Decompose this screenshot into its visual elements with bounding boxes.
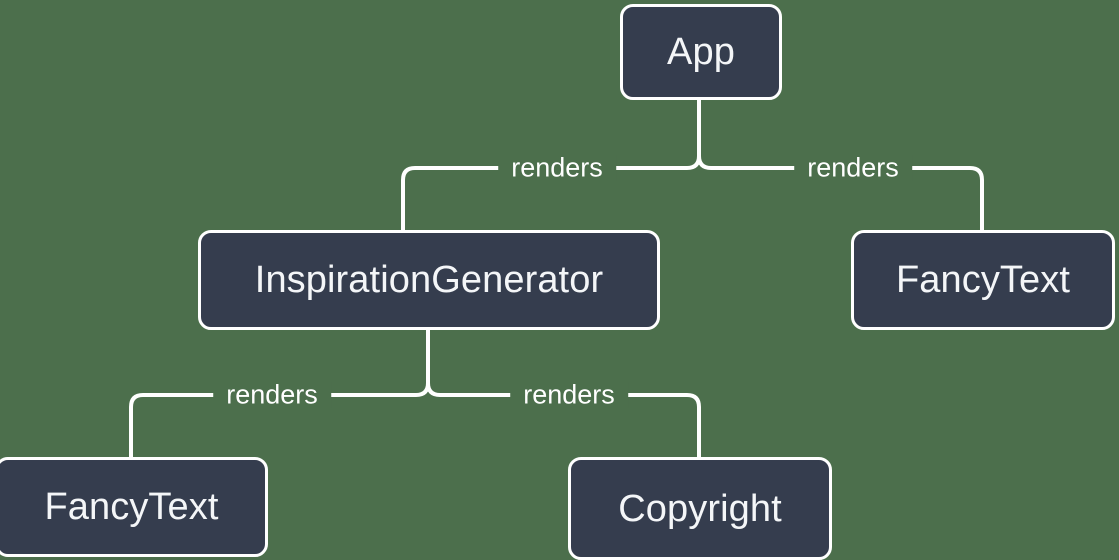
node-copyright-label: Copyright: [618, 487, 782, 530]
edge-label-app-to-inspiration-generator: renders: [498, 154, 616, 182]
node-copyright[interactable]: Copyright: [568, 457, 832, 560]
edge-label-app-to-fancytext-right: renders: [794, 154, 912, 182]
edge-app-to-fancytext-right: [697, 154, 984, 232]
node-fancytext-right[interactable]: FancyText: [851, 230, 1115, 330]
edge-label-inspiration-generator-to-copyright: renders: [510, 381, 628, 409]
node-app[interactable]: App: [620, 4, 782, 100]
node-inspiration-generator[interactable]: InspirationGenerator: [198, 230, 660, 330]
edge-inspiration-to-copyright: [426, 381, 701, 459]
node-fancytext-right-label: FancyText: [895, 259, 1071, 301]
node-fancytext-bottom-label: FancyText: [44, 486, 219, 528]
edge-inspiration-to-fancytext-bottom: [129, 381, 430, 459]
edge-app-to-inspiration: [401, 154, 701, 232]
node-fancytext-bottom[interactable]: FancyText: [0, 457, 268, 557]
node-inspiration-generator-label: InspirationGenerator: [254, 259, 604, 301]
node-app-label: App: [667, 31, 735, 73]
edge-label-inspiration-generator-to-fancytext-bottom: renders: [213, 381, 331, 409]
